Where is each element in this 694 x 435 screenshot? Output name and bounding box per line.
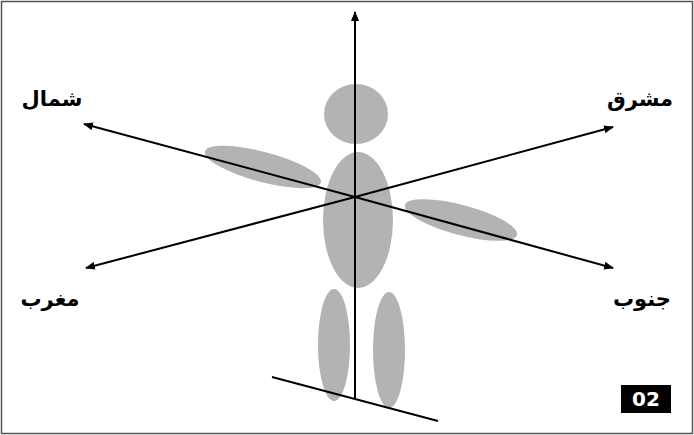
direction-label: مغرب xyxy=(20,287,79,312)
left-arm xyxy=(201,137,325,197)
figure-number-box: 02 xyxy=(621,385,671,413)
right-leg xyxy=(373,292,405,408)
left-leg xyxy=(318,289,350,401)
direction-label: مشرق xyxy=(607,87,673,112)
human-figure xyxy=(201,84,521,408)
direction-label: جنوب xyxy=(613,287,671,312)
body xyxy=(323,152,393,288)
right-arm xyxy=(401,190,521,249)
north-axis xyxy=(84,124,355,197)
figure-number: 02 xyxy=(632,387,660,411)
direction-label: شمال xyxy=(22,87,83,112)
east-axis xyxy=(355,127,613,197)
west-axis xyxy=(86,197,355,268)
south-axis xyxy=(355,197,613,268)
vertical-axis xyxy=(354,12,356,398)
